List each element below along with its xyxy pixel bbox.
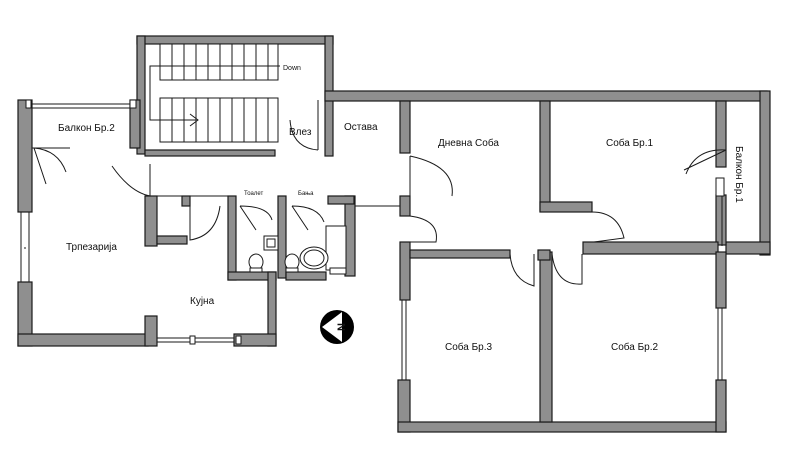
- walls: [17, 35, 771, 433]
- stairs-direction-label: Down: [283, 65, 301, 72]
- room-labels: Down Балкон Бр.2 Влез Остава Дневна Соба…: [58, 65, 744, 353]
- room-label-living: Дневна Соба: [438, 137, 499, 149]
- room-label-toilet: Тоалет: [244, 191, 264, 197]
- room-label-room3: Соба Бр.3: [445, 341, 493, 353]
- room-label-entrance: Влез: [289, 127, 312, 138]
- fixtures: [248, 225, 347, 275]
- doors-windows: [20, 99, 727, 380]
- room-label-kitchen: Кујна: [190, 296, 215, 307]
- room-label-room2: Соба Бр.2: [611, 341, 659, 353]
- room-label-balcony1: Балкон Бр.1: [733, 146, 744, 203]
- room-label-room1: Соба Бр.1: [606, 137, 654, 149]
- north-arrow-icon: N: [320, 310, 354, 344]
- room-label-bathroom: Бања: [298, 191, 314, 197]
- compass-letter: N: [336, 323, 348, 331]
- staircase: [149, 43, 280, 143]
- room-label-balcony2: Балкон Бр.2: [58, 123, 115, 134]
- room-label-dining: Трпезарија: [66, 242, 117, 253]
- room-label-storage: Остава: [344, 122, 378, 133]
